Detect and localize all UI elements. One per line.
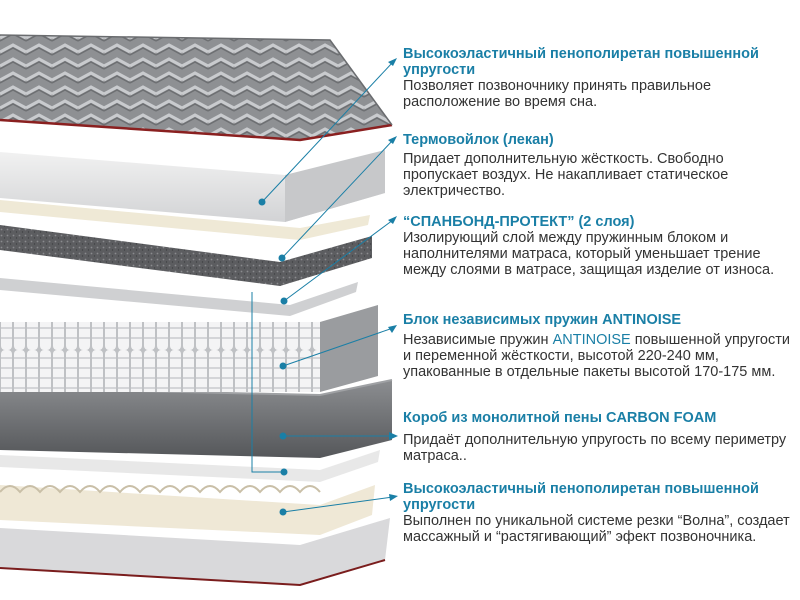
layer-2-description: Термовойлок (лекан) Придает дополнительн… (403, 132, 795, 199)
layer-1-description: Высокоэластичный пенополиретан повышенно… (403, 46, 795, 110)
top-quilted-layer (0, 34, 393, 142)
layer-5-description: Короб из монолитной пены CARBON FOAM При… (403, 410, 795, 464)
layer-1-body: Позволяет позвоночнику принять правильно… (403, 78, 712, 110)
layer-4-body-suffix: повышенной упругости и переменной жёстко… (403, 332, 790, 380)
thermo-felt-dark-layer (0, 225, 372, 286)
layer-4-title: Блок независимых пружин ANTINOISE (403, 312, 682, 328)
layer-4-body-highlight: ANTINOISE (552, 332, 631, 348)
layer-6-body: Выполнен по уникальной системе резки “Во… (403, 513, 790, 545)
bottom-cover-layer (0, 518, 390, 587)
leader-dots (258, 198, 288, 516)
leader-lines (251, 61, 394, 513)
layer-2-title: Термовойлок (лекан) (403, 132, 554, 148)
layer-1-title: Высокоэластичный пенополиретан повышенно… (403, 46, 759, 78)
spunbond-top-sheet (0, 278, 358, 316)
layer-3-title: “СПАНБОНД-ПРОТЕКТ” (2 слоя) (403, 214, 635, 230)
layer-4-body: Независимые пружин ANTINOISE повышенной … (403, 332, 795, 380)
cream-sheet (0, 200, 370, 240)
wave-foam-bottom-layer (0, 485, 375, 535)
layer-5-title: Короб из монолитной пены CARBON FOAM (403, 410, 717, 426)
spring-block-layer (0, 305, 378, 392)
layer-2-body: Придает дополнительную жёсткость. Свобод… (403, 151, 729, 199)
layer-5-body: Придаёт дополнительную упругость по всем… (403, 432, 787, 464)
layer-4-body-prefix: Независимые пружин (403, 332, 553, 348)
layer-4-description: Блок независимых пружин ANTINOISE Незави… (403, 312, 795, 380)
thermo-felt-white-layer (0, 150, 385, 222)
leader-arrowheads (388, 58, 398, 501)
layer-6-title: Высокоэластичный пенополиретан повышенно… (403, 481, 759, 513)
layer-3-description: “СПАНБОНД-ПРОТЕКТ” (2 слоя) Изолирующий … (403, 214, 795, 278)
layer-6-description: Высокоэластичный пенополиретан повышенно… (403, 481, 795, 545)
layer-3-body: Изолирующий слой между пружинным блоком … (403, 230, 775, 278)
